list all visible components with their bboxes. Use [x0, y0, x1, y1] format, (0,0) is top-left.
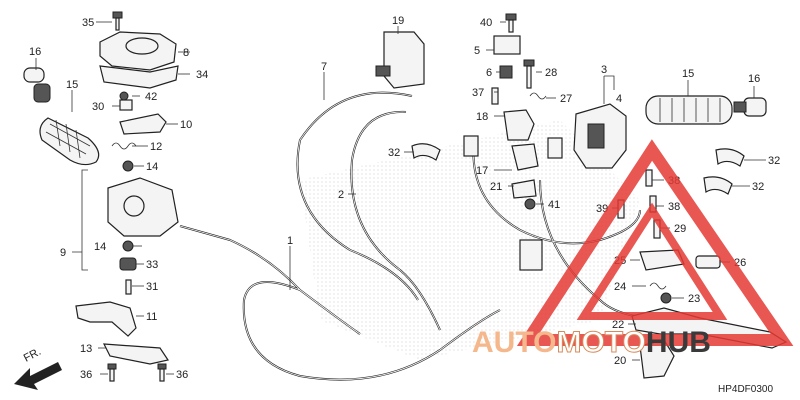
- diagram-code: HP4DF0300: [718, 384, 773, 395]
- part-6-nut: [499, 65, 513, 79]
- watermark-word-auto: AUTO: [472, 326, 556, 359]
- watermark-word-moto: MOTO: [556, 326, 645, 359]
- callout-9: 9: [60, 247, 66, 259]
- part-30-clip: [119, 99, 133, 111]
- callout-37: 37: [472, 87, 484, 99]
- part-37-screw: [491, 87, 499, 105]
- callout-27: 27: [560, 93, 572, 105]
- callout-14: 14: [94, 241, 106, 253]
- callout-24: 24: [614, 281, 626, 293]
- callout-15: 15: [682, 68, 694, 80]
- watermark-triangle: [516, 139, 794, 346]
- part-41-nut: [524, 198, 536, 210]
- part-40-screw: [505, 13, 517, 33]
- part-36-screw-b: [157, 363, 167, 382]
- part-26-cap: [695, 255, 721, 269]
- callout-36: 36: [80, 369, 92, 381]
- part-34-plate: [99, 65, 179, 89]
- callout-41: 41: [548, 199, 560, 211]
- callout-10: 10: [180, 119, 192, 131]
- part-15-grip-left: [39, 117, 100, 166]
- callout-17: 17: [476, 165, 488, 177]
- part-32-clamp-c: [703, 176, 733, 195]
- part-36-screw-a: [107, 363, 117, 382]
- leader-lines: [35, 21, 766, 375]
- part-42-screw: [119, 91, 129, 101]
- part-24-spring: [649, 282, 667, 290]
- callout-33: 33: [146, 259, 158, 271]
- part-38-bolt-a: [645, 169, 653, 187]
- callout-19: 19: [392, 15, 404, 27]
- front-direction-arrow: FR.: [14, 346, 62, 390]
- part-17-switch: [511, 143, 539, 171]
- part-28-bolt: [523, 59, 535, 89]
- part-16-bar-end-left: [23, 67, 51, 103]
- callout-6: 6: [486, 67, 492, 79]
- callout-7: 7: [321, 61, 327, 73]
- callout-40: 40: [480, 17, 492, 29]
- callout-8: 8: [183, 47, 189, 59]
- part-11-throttle-lever: [75, 301, 137, 337]
- front-direction-label: FR.: [22, 346, 43, 365]
- callout-32: 32: [768, 155, 780, 167]
- connector-c: [519, 239, 543, 271]
- callout-3: 3: [601, 64, 607, 76]
- callout-34: 34: [196, 69, 208, 81]
- watermark-word-hub: HUB: [646, 326, 711, 359]
- callout-1: 1: [287, 235, 293, 247]
- callout-16: 16: [748, 73, 760, 85]
- callout-14: 14: [146, 161, 158, 173]
- callout-32: 32: [388, 147, 400, 159]
- callout-16: 16: [29, 46, 41, 58]
- callout-18: 18: [476, 111, 488, 123]
- part-15-grip-right: [645, 95, 733, 125]
- part-33-collar: [119, 257, 137, 271]
- callout-15: 15: [66, 79, 78, 91]
- callout-4: 4: [616, 93, 622, 105]
- part-13-bracket: [102, 343, 169, 365]
- group-bracket-9: [72, 169, 88, 271]
- part-32-clamp-b: [715, 148, 745, 167]
- part-32-clamp-a: [411, 143, 441, 161]
- callout-42: 42: [145, 91, 157, 103]
- callout-21: 21: [490, 181, 502, 193]
- part-19-relay: [383, 31, 425, 89]
- callout-35: 35: [82, 17, 94, 29]
- part-5-bracket: [493, 35, 521, 55]
- part-18-switch-body: [503, 109, 535, 141]
- callout-29: 29: [674, 223, 686, 235]
- callout-5: 5: [474, 45, 480, 57]
- part-14-screw-b: [122, 240, 134, 252]
- part-23-nut: [660, 292, 672, 304]
- part-21-bracket: [511, 179, 537, 199]
- callout-23: 23: [688, 293, 700, 305]
- callout-28: 28: [545, 67, 557, 79]
- watermark-triangle-inner: [576, 202, 728, 320]
- callout-38: 38: [668, 201, 680, 213]
- watermark-text: AUTOMOTOHUB: [472, 326, 711, 359]
- connector-a: [463, 135, 479, 157]
- callout-20: 20: [614, 355, 626, 367]
- callout-36: 36: [176, 369, 188, 381]
- watermark-logo: AUTOMOTOHUB: [472, 139, 794, 360]
- callout-30: 30: [92, 101, 104, 113]
- part-31-pin: [125, 279, 132, 295]
- part-12-spring: [111, 142, 137, 150]
- part-14-screw-a: [122, 160, 134, 172]
- part-35-screw: [112, 11, 123, 31]
- callout-31: 31: [146, 281, 158, 293]
- part-27-clip: [529, 92, 547, 100]
- callout-12: 12: [150, 141, 162, 153]
- connector-b: [547, 137, 563, 159]
- part-10-switch: [119, 113, 167, 135]
- callout-13: 13: [80, 343, 92, 355]
- callout-2: 2: [338, 189, 344, 201]
- callout-11: 11: [146, 311, 157, 323]
- callout-32: 32: [752, 181, 764, 193]
- callout-22: 22: [612, 319, 624, 331]
- part-16-bar-end-right: [733, 97, 767, 117]
